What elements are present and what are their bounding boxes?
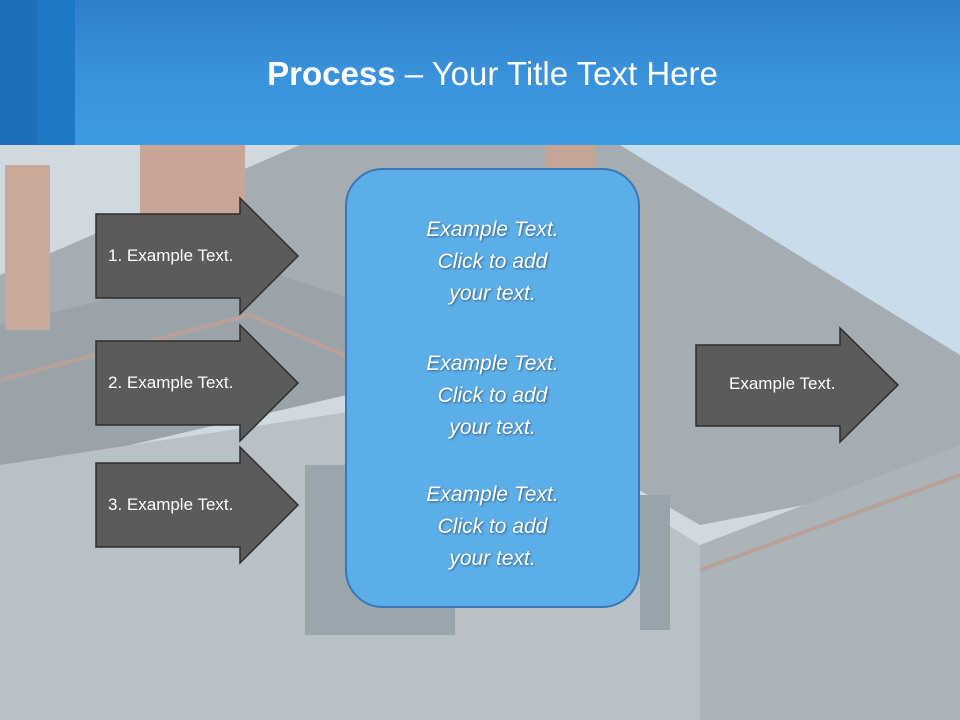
input-arrow-1-label: 1. Example Text.: [108, 245, 233, 267]
input-arrow-2-label: 2. Example Text.: [108, 372, 233, 394]
process-box[interactable]: Example Text. Click to add your text. Ex…: [345, 168, 640, 608]
process-text-line: Click to add: [347, 511, 638, 543]
process-text-line: Example Text.: [347, 214, 638, 246]
process-text-block-1[interactable]: Example Text. Click to add your text.: [347, 214, 638, 310]
output-arrow-label: Example Text.: [729, 373, 835, 395]
process-text-block-2[interactable]: Example Text. Click to add your text.: [347, 348, 638, 444]
process-text-line: your text.: [347, 543, 638, 575]
process-text-line: Example Text.: [347, 479, 638, 511]
process-text-line: your text.: [347, 278, 638, 310]
process-text-block-3[interactable]: Example Text. Click to add your text.: [347, 479, 638, 575]
process-text-line: Click to add: [347, 380, 638, 412]
process-text-line: your text.: [347, 412, 638, 444]
process-text-line: Example Text.: [347, 348, 638, 380]
input-arrow-3-label: 3. Example Text.: [108, 494, 233, 516]
process-text-line: Click to add: [347, 246, 638, 278]
